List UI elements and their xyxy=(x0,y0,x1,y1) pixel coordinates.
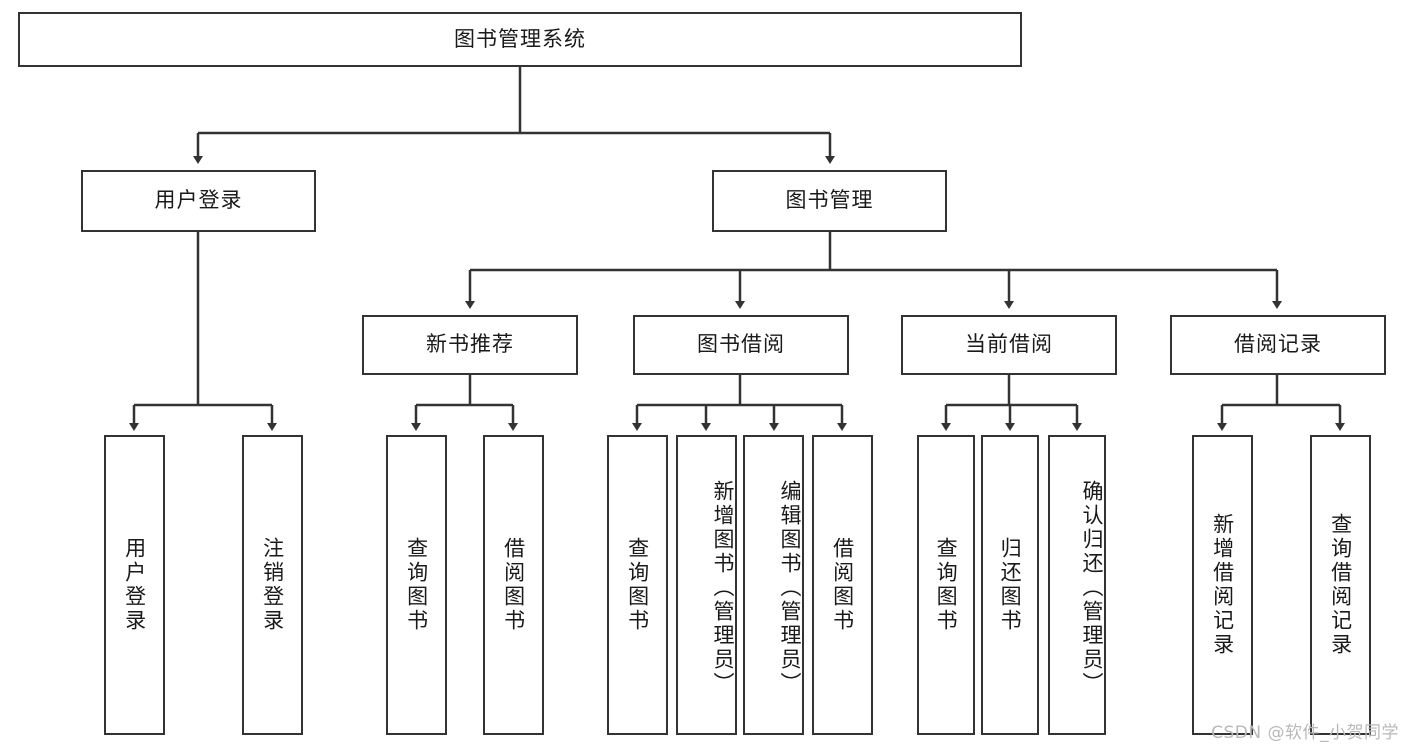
node-leaf-logout-label: 注销登录 xyxy=(260,537,285,633)
node-leaf-add-book-admin-label: 新增图书（管理员） xyxy=(711,480,735,696)
node-leaf-query-book-recommend[interactable]: 查询图书 xyxy=(386,435,447,735)
node-current-borrow-label: 当前借阅 xyxy=(965,332,1053,357)
node-leaf-confirm-return-admin[interactable]: 确认归还（管理员） xyxy=(1048,435,1106,735)
node-leaf-edit-book-admin[interactable]: 编辑图书（管理员） xyxy=(743,435,804,735)
node-new-book-recommend-label: 新书推荐 xyxy=(426,332,514,357)
node-leaf-confirm-return-admin-label: 确认归还（管理员） xyxy=(1080,480,1104,696)
node-new-book-recommend[interactable]: 新书推荐 xyxy=(362,315,578,375)
node-leaf-add-borrow-record[interactable]: 新增借阅记录 xyxy=(1192,435,1253,735)
node-root[interactable]: 图书管理系统 xyxy=(18,12,1022,67)
node-book-borrow[interactable]: 图书借阅 xyxy=(633,315,849,375)
node-borrow-record-label: 借阅记录 xyxy=(1234,332,1322,357)
node-leaf-borrow-book[interactable]: 借阅图书 xyxy=(812,435,873,735)
node-book-management[interactable]: 图书管理 xyxy=(712,170,947,232)
node-leaf-borrow-book-recommend[interactable]: 借阅图书 xyxy=(483,435,544,735)
node-leaf-add-borrow-record-label: 新增借阅记录 xyxy=(1210,513,1235,657)
node-root-label: 图书管理系统 xyxy=(454,26,586,51)
node-leaf-add-book-admin[interactable]: 新增图书（管理员） xyxy=(676,435,737,735)
node-leaf-query-borrow-record-label: 查询借阅记录 xyxy=(1328,513,1353,657)
node-leaf-return-book-label: 归还图书 xyxy=(998,537,1023,633)
node-leaf-query-book-recommend-label: 查询图书 xyxy=(404,537,429,633)
node-leaf-borrow-book-recommend-label: 借阅图书 xyxy=(501,537,526,633)
node-leaf-query-book-borrow[interactable]: 查询图书 xyxy=(607,435,668,735)
node-user-login[interactable]: 用户登录 xyxy=(81,170,316,232)
node-leaf-edit-book-admin-label: 编辑图书（管理员） xyxy=(778,480,802,696)
node-leaf-query-borrow-record[interactable]: 查询借阅记录 xyxy=(1310,435,1371,735)
node-user-login-label: 用户登录 xyxy=(154,188,243,213)
node-book-management-label: 图书管理 xyxy=(785,188,874,213)
node-leaf-logout[interactable]: 注销登录 xyxy=(242,435,303,735)
node-leaf-query-book-current-label: 查询图书 xyxy=(934,537,959,633)
node-leaf-user-login-label: 用户登录 xyxy=(122,537,147,633)
node-leaf-query-book-current[interactable]: 查询图书 xyxy=(917,435,975,735)
watermark: CSDN @软件_小贺同学 xyxy=(1211,723,1399,743)
node-leaf-user-login[interactable]: 用户登录 xyxy=(104,435,165,735)
node-leaf-borrow-book-label: 借阅图书 xyxy=(830,537,855,633)
node-borrow-record[interactable]: 借阅记录 xyxy=(1170,315,1386,375)
node-book-borrow-label: 图书借阅 xyxy=(697,332,785,357)
node-current-borrow[interactable]: 当前借阅 xyxy=(901,315,1117,375)
node-leaf-query-book-borrow-label: 查询图书 xyxy=(625,537,650,633)
node-leaf-return-book[interactable]: 归还图书 xyxy=(981,435,1039,735)
